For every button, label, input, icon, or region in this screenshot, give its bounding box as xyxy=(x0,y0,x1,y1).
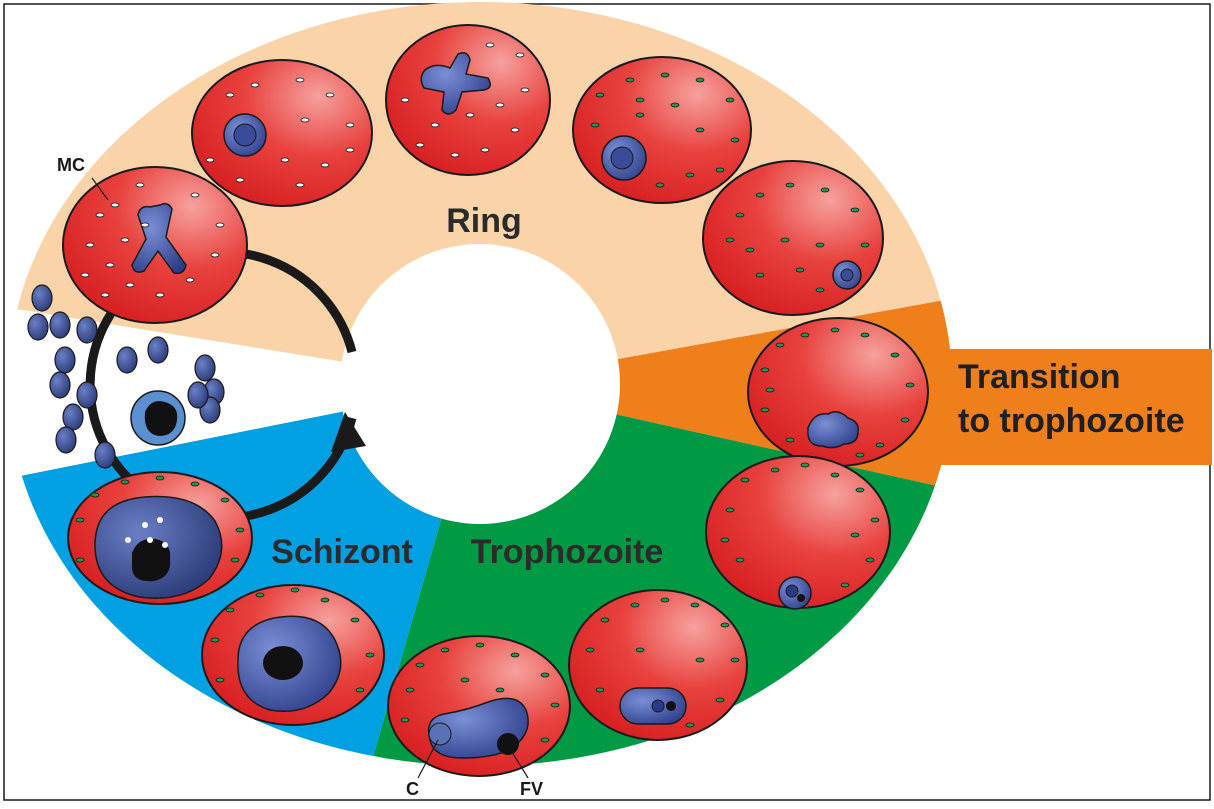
trophozoite-cell-2 xyxy=(569,590,747,740)
ring-cell-5 xyxy=(703,161,883,315)
ring-cell-4 xyxy=(573,57,751,203)
transition-cell xyxy=(748,318,928,466)
schizont-cell-2 xyxy=(68,472,252,604)
mc-label: MC xyxy=(57,155,85,175)
trophozoite-stage-label: Trophozoite xyxy=(471,533,664,571)
ring-cell-2 xyxy=(192,60,372,206)
fv-label: FV xyxy=(520,779,543,799)
ring-cell-1 xyxy=(63,167,247,323)
schizont-stage-label: Schizont xyxy=(271,533,413,571)
schizont-cell-1 xyxy=(202,585,384,725)
center-hole xyxy=(340,244,620,524)
ring-stage-label: Ring xyxy=(446,202,522,240)
trophozoite-cell-3 xyxy=(388,636,570,776)
c-label: C xyxy=(406,779,419,799)
transition-stage-label-line1: Transition xyxy=(958,358,1120,396)
transition-stage-label-line2: to trophozoite xyxy=(958,402,1185,440)
trophozoite-cell-1 xyxy=(706,456,890,609)
ring-cell-3 xyxy=(386,25,550,175)
